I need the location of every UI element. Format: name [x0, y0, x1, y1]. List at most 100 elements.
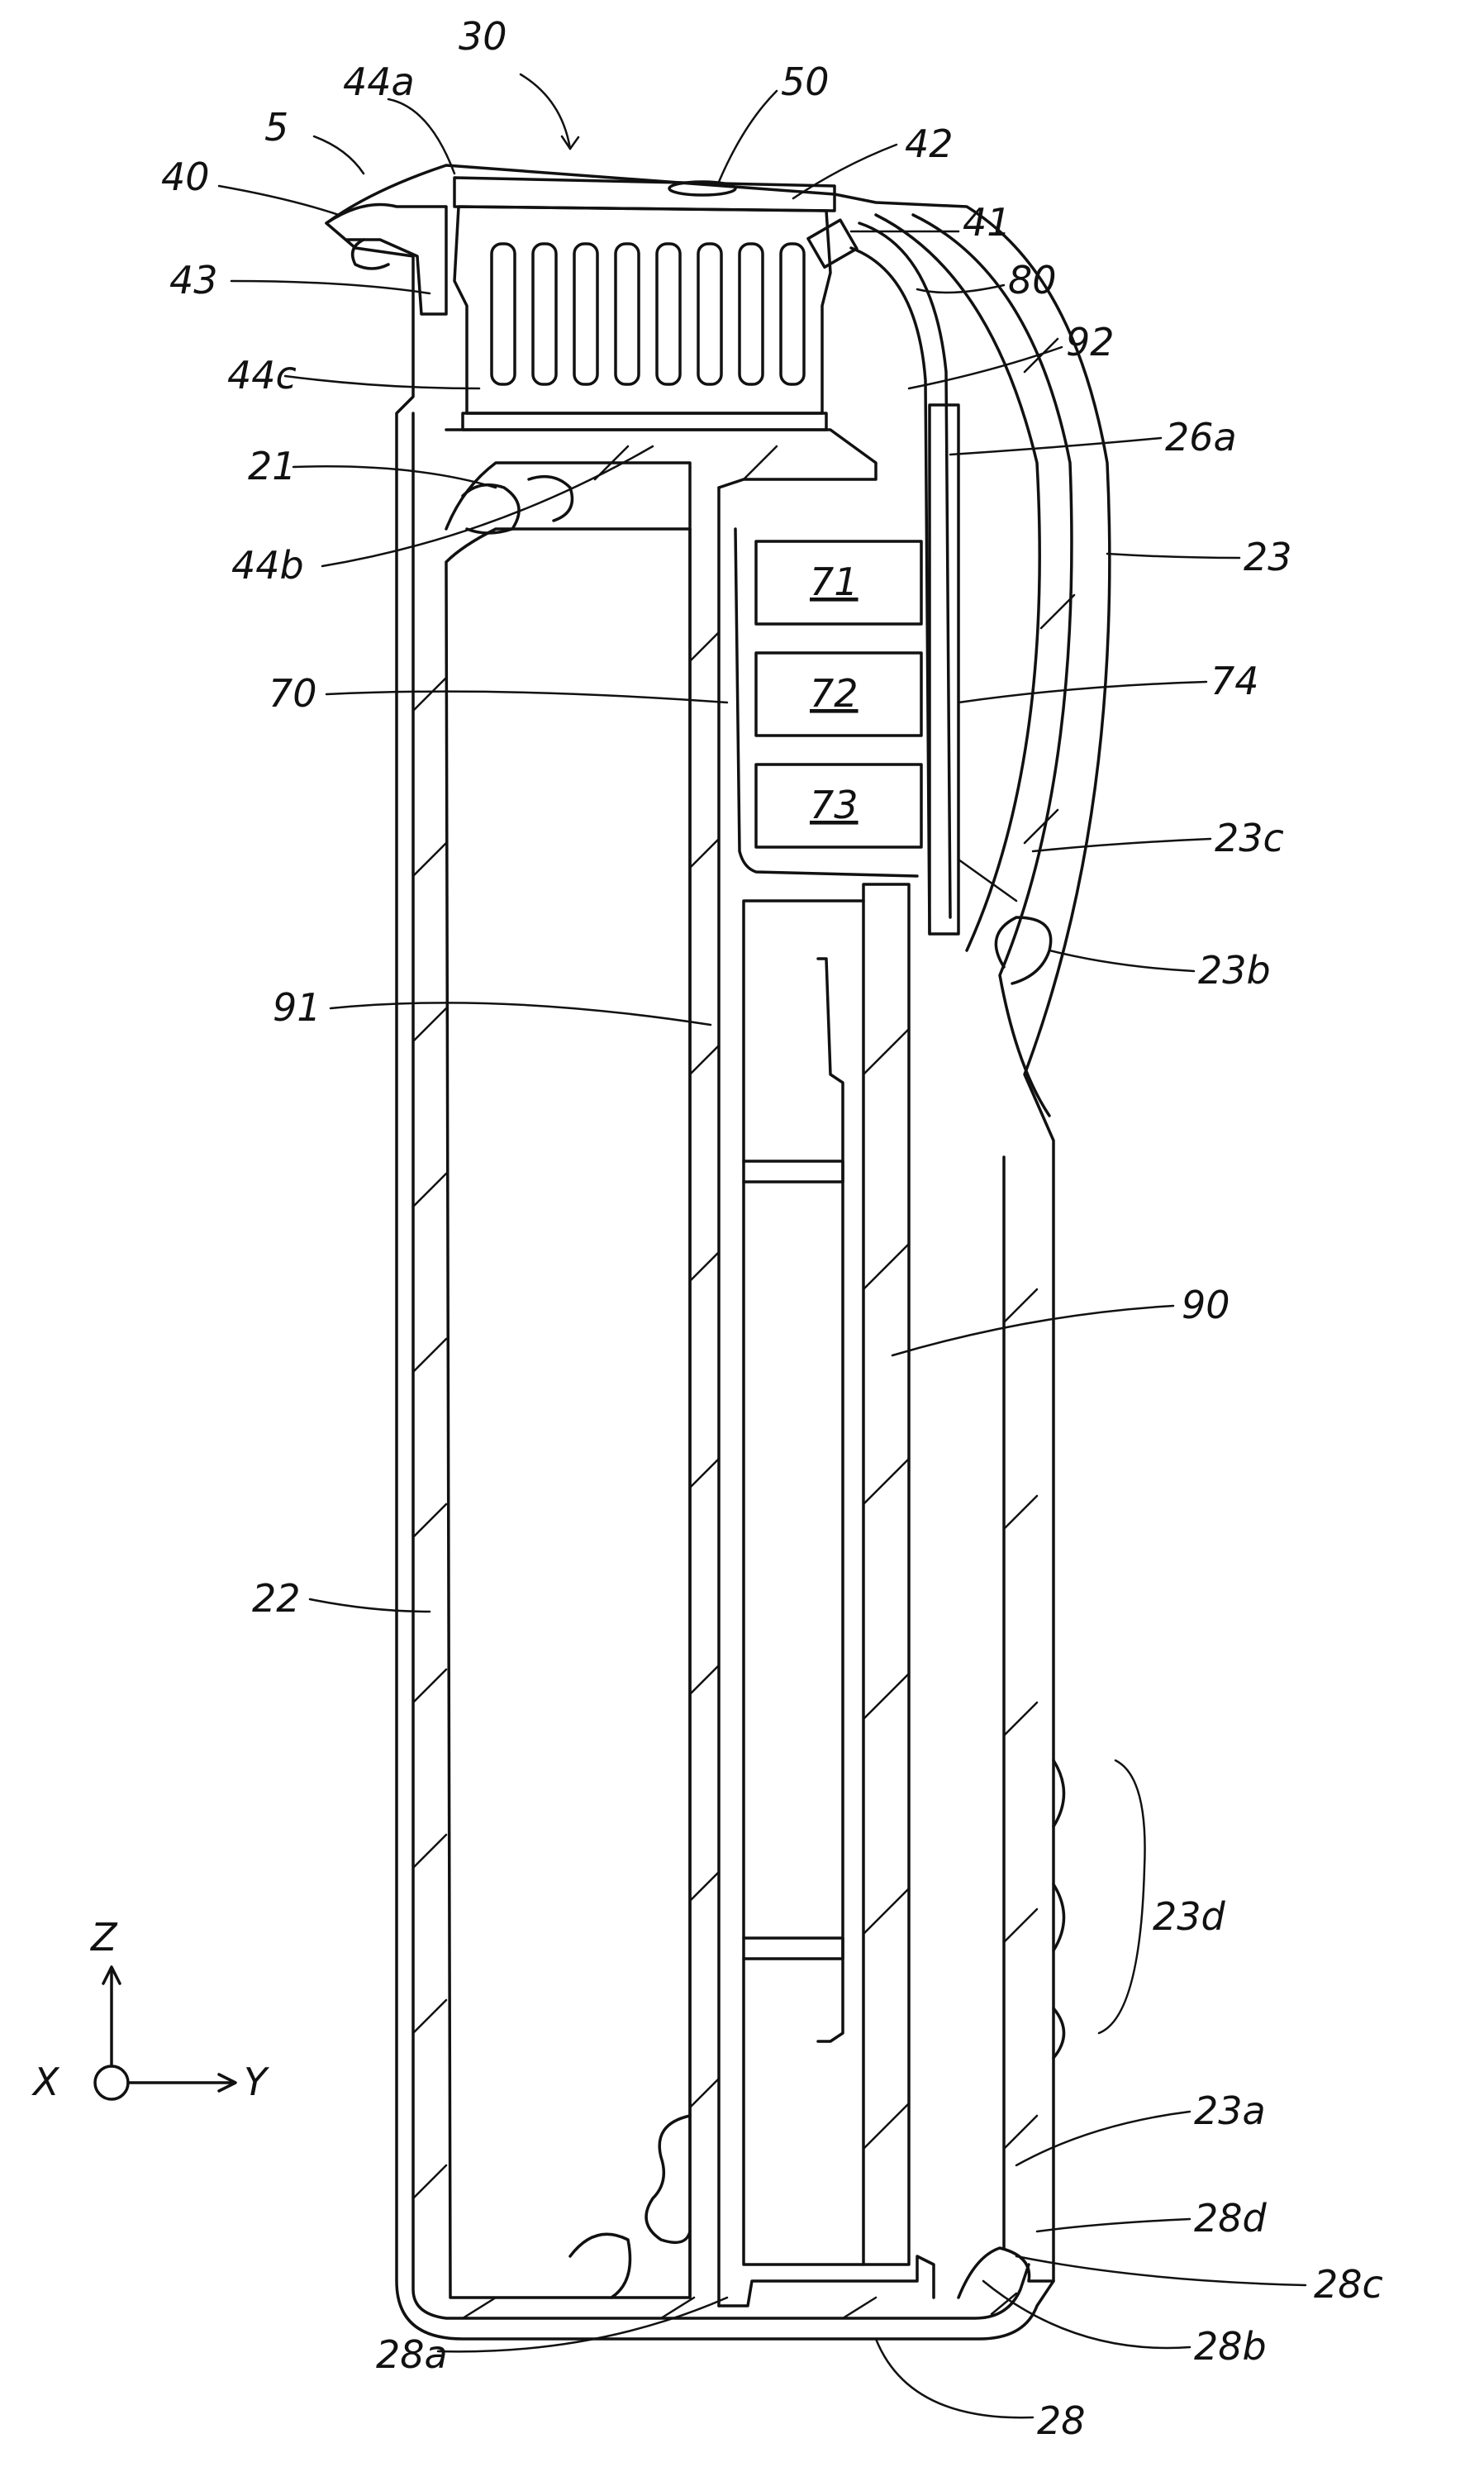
- leader-43: [231, 281, 430, 293]
- notch-23d-3: [1054, 2008, 1064, 2058]
- label-26a: 26a: [1165, 415, 1237, 460]
- label-28d: 28d: [1194, 2196, 1268, 2241]
- label-41: 41: [963, 200, 1011, 245]
- leader-21: [293, 466, 496, 488]
- leader-91: [331, 1003, 711, 1025]
- label-28a: 28a: [376, 2332, 448, 2377]
- lower-notch: [646, 2116, 690, 2242]
- ink-chamber: [570, 884, 909, 2298]
- channel: [698, 244, 721, 384]
- channel: [657, 244, 680, 384]
- left-clip-curl: [353, 240, 388, 269]
- label-73: 73: [810, 783, 859, 827]
- label-44c: 44c: [227, 353, 297, 398]
- printhead-base-44b: [463, 413, 826, 430]
- partition-top-lip: [446, 430, 876, 488]
- partition-21: [446, 463, 690, 529]
- leader-44a: [388, 99, 454, 174]
- connector-41: [808, 220, 857, 267]
- channel: [492, 244, 515, 384]
- label-74: 74: [1211, 659, 1259, 703]
- partition-notch: [463, 485, 519, 533]
- label-92: 92: [1066, 320, 1115, 364]
- leader-5: [314, 136, 364, 174]
- leader-74: [958, 682, 1206, 702]
- right-wall-23: [876, 215, 1074, 2248]
- label-70: 70: [269, 671, 317, 716]
- pcb-lead: [958, 860, 1016, 901]
- label-72: 72: [810, 671, 859, 716]
- label-23c: 23c: [1215, 816, 1284, 860]
- notch-23d-2: [1054, 1884, 1064, 1950]
- leader-28: [876, 2339, 1033, 2417]
- label-22: 22: [252, 1576, 301, 1621]
- label-44b: 44b: [231, 543, 304, 588]
- label-28c: 28c: [1314, 2262, 1383, 2307]
- channel: [616, 244, 639, 384]
- left-skin: [413, 413, 1029, 2318]
- label-23a: 23a: [1194, 2088, 1266, 2133]
- tab-lower: [744, 1938, 843, 1959]
- label-71: 71: [810, 560, 859, 604]
- ink-channels: [492, 244, 804, 384]
- leader-lines: [219, 74, 1306, 2417]
- leader-28b: [983, 2281, 1190, 2348]
- bottom-notch: [958, 2248, 1054, 2298]
- housing-body: [326, 165, 1110, 2339]
- flex-cable-80: [851, 248, 930, 934]
- leader-42: [793, 145, 897, 198]
- label-42: 42: [905, 121, 954, 166]
- leader-44c: [285, 376, 479, 388]
- channel: [781, 244, 804, 384]
- chamber-22-wall: [446, 529, 690, 2298]
- axis-z-label: Z: [89, 1915, 118, 1960]
- chamber-90-outline: [744, 884, 909, 2265]
- channel: [740, 244, 763, 384]
- leader-90: [892, 1306, 1173, 1355]
- leader-28c: [1016, 2256, 1306, 2285]
- label-40: 40: [161, 155, 210, 199]
- inner-panel: [818, 959, 843, 2041]
- leader-70: [326, 692, 727, 702]
- label-30: 30: [459, 14, 507, 59]
- label-23: 23: [1244, 535, 1292, 579]
- hatch-chamber-wall: [863, 1029, 909, 2149]
- lower-notch-2: [570, 2234, 630, 2298]
- leader-50: [719, 91, 777, 182]
- brace-23d: [1099, 1760, 1145, 2033]
- upper-partition: [446, 430, 876, 533]
- label-44a: 44a: [343, 60, 415, 104]
- leader-23a: [1016, 2112, 1190, 2165]
- label-80: 80: [1008, 258, 1057, 302]
- leader-28d: [1037, 2219, 1190, 2231]
- flex-cable-80-b: [859, 223, 950, 917]
- channel: [574, 244, 597, 384]
- leader-40: [219, 186, 339, 215]
- axis-y-label: Y: [244, 2060, 270, 2104]
- hatch-left-wall: [413, 678, 446, 2198]
- label-5: 5: [264, 105, 288, 150]
- hook-23b: [996, 917, 1050, 983]
- hatch-divider: [690, 632, 719, 2107]
- tab-upper: [744, 1161, 843, 1182]
- notch-23d-1: [1054, 1760, 1064, 1826]
- label-23b: 23b: [1198, 948, 1271, 993]
- label-90: 90: [1182, 1283, 1230, 1327]
- leader-23c: [1033, 839, 1211, 851]
- leader-92: [909, 347, 1062, 388]
- arrow-30: [562, 136, 578, 149]
- label-28b: 28b: [1194, 2324, 1267, 2369]
- reference-labels: 30 44a 50 5 42 40 41 43 80 92 44c 26a 21…: [161, 14, 1383, 2443]
- label-91: 91: [273, 985, 321, 1030]
- pcb-74: [930, 405, 958, 934]
- leader-23: [1107, 554, 1239, 558]
- label-28: 28: [1037, 2398, 1086, 2443]
- left-clip: [326, 205, 446, 315]
- electronics: [735, 405, 1016, 934]
- label-23d: 23d: [1153, 1894, 1226, 1939]
- x-axis-symbol: [95, 2066, 128, 2099]
- label-43: 43: [169, 258, 218, 302]
- axis-x-label: X: [31, 2060, 60, 2104]
